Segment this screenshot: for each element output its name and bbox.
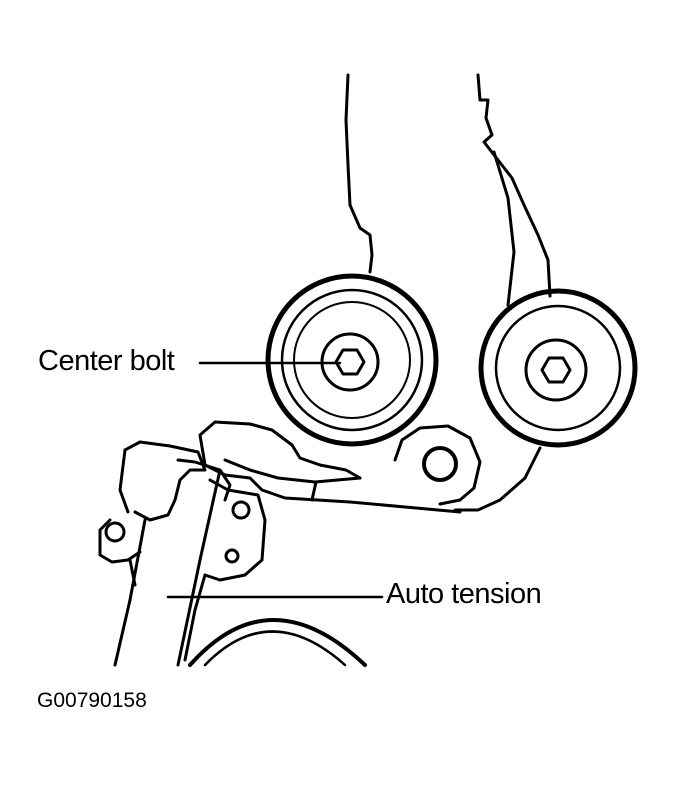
- idler-pulley: [478, 288, 638, 448]
- engine-housing-outline: [344, 73, 552, 512]
- auto-tension-label: Auto tension: [386, 578, 542, 610]
- idler-bolt-hex-icon: [540, 356, 572, 384]
- center-bolt-label: Center bolt: [38, 345, 175, 377]
- tensioner-arm: [198, 420, 482, 514]
- arm-pivot-boss: [422, 446, 458, 482]
- mount-hole-upper: [231, 500, 251, 520]
- tensioner-pulley: [265, 273, 439, 447]
- lower-pulley-arc: [188, 618, 367, 667]
- figure-id: G00790158: [37, 689, 147, 712]
- mount-hole-left: [104, 521, 126, 543]
- mount-hole-lower: [224, 548, 240, 564]
- auto-tensioner-body: [98, 440, 267, 667]
